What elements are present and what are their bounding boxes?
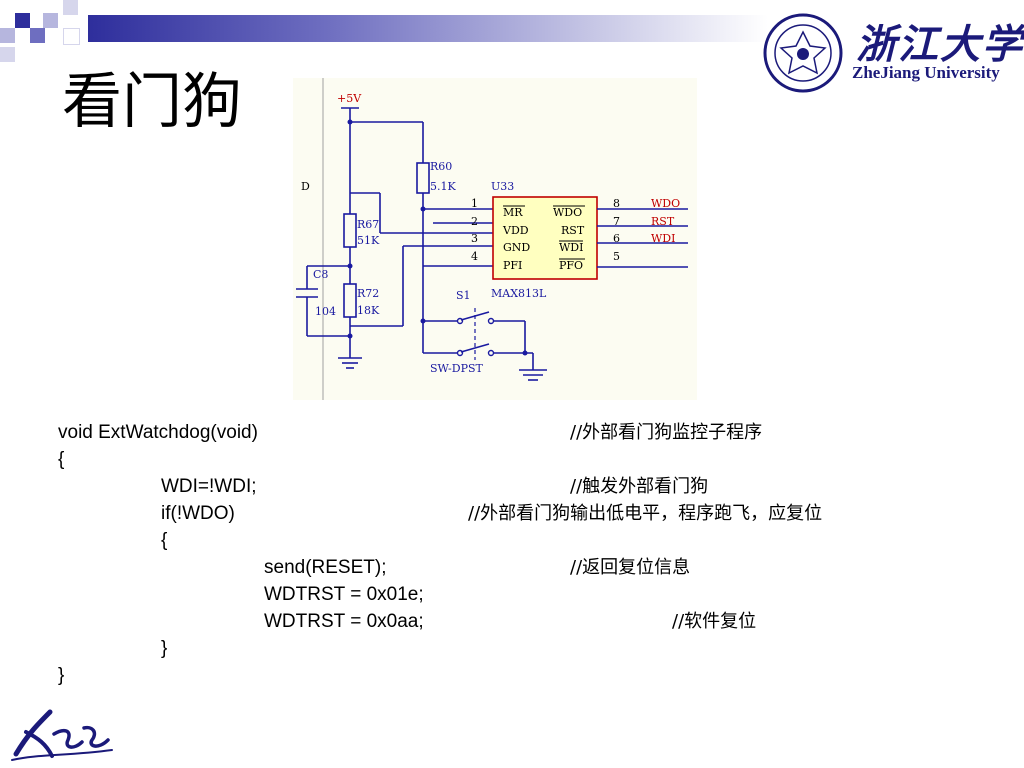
code-line: } xyxy=(161,638,168,659)
university-seal-icon xyxy=(763,13,843,93)
svg-text:2: 2 xyxy=(471,215,478,228)
chip-name: U33 xyxy=(491,180,514,193)
net-label-wdi: WDI xyxy=(651,232,675,245)
header-gradient-bar xyxy=(88,15,768,42)
svg-text:PFI: PFI xyxy=(503,259,522,272)
code-listing: void ExtWatchdog(void) //外部看门狗监控子程序 { WD… xyxy=(58,419,958,689)
code-line: void ExtWatchdog(void) //外部看门狗监控子程序 xyxy=(58,422,763,443)
svg-text:PFO: PFO xyxy=(559,259,583,272)
svg-text:7: 7 xyxy=(613,215,620,228)
code-line: { xyxy=(58,449,65,470)
svg-text:WDI: WDI xyxy=(559,241,583,254)
svg-text:1: 1 xyxy=(471,197,478,210)
svg-text:R72: R72 xyxy=(357,287,379,300)
slide-title: 看门狗 xyxy=(62,67,242,137)
university-name-en: ZheJiang University xyxy=(852,63,1000,82)
svg-text:5: 5 xyxy=(613,250,620,263)
svg-text:6: 6 xyxy=(613,232,620,245)
svg-text:18K: 18K xyxy=(357,304,380,317)
code-line: WDTRST = 0x01e; xyxy=(264,584,424,605)
code-line: WDTRST = 0x0aa; //软件复位 xyxy=(264,611,757,632)
ground-icon xyxy=(338,354,362,369)
svg-text:R60: R60 xyxy=(430,160,452,173)
capacitor-c8-name: C8 xyxy=(313,268,328,281)
resistor-r72 xyxy=(343,283,357,318)
svg-text:8: 8 xyxy=(613,197,620,210)
chip-max813l xyxy=(492,196,598,280)
code-line: } xyxy=(58,665,65,686)
svg-text:3: 3 xyxy=(471,232,478,245)
border-letter: D xyxy=(301,180,310,193)
resistor-r67 xyxy=(343,213,357,248)
resistor-r60 xyxy=(416,162,430,194)
svg-text:5.1K: 5.1K xyxy=(430,180,456,193)
svg-text:4: 4 xyxy=(471,250,478,263)
supply-label: +5V xyxy=(337,92,362,105)
svg-text:RST: RST xyxy=(561,224,585,237)
svg-text:WDO: WDO xyxy=(553,206,582,219)
svg-text:GND: GND xyxy=(503,241,530,254)
svg-text:51K: 51K xyxy=(357,234,380,247)
watchdog-schematic: .w { stroke:#1a1aa0; stroke-width:1.6; f… xyxy=(293,78,697,400)
svg-text:R67: R67 xyxy=(357,218,379,231)
chip-part: MAX813L xyxy=(491,287,547,300)
svg-text:VDD: VDD xyxy=(502,224,529,237)
svg-text:MR: MR xyxy=(503,206,523,219)
net-label-wdo: WDO xyxy=(651,197,680,210)
university-name-cn: 浙江大学 xyxy=(856,21,1024,68)
code-line: if(!WDO) //外部看门狗输出低电平，程序跑飞，应复位 xyxy=(161,503,823,524)
switch-type: SW-DPST xyxy=(430,362,484,375)
net-label-rst: RST xyxy=(651,215,675,228)
code-line: send(RESET); //返回复位信息 xyxy=(264,557,691,578)
ground-icon xyxy=(519,353,547,381)
capacitor-c8-value: 104 xyxy=(315,305,336,318)
code-line: WDI=!WDI; //触发外部看门狗 xyxy=(161,476,709,497)
calligraphy-logo-icon xyxy=(11,709,113,761)
code-line: { xyxy=(161,530,168,551)
switch-name: S1 xyxy=(456,289,471,302)
